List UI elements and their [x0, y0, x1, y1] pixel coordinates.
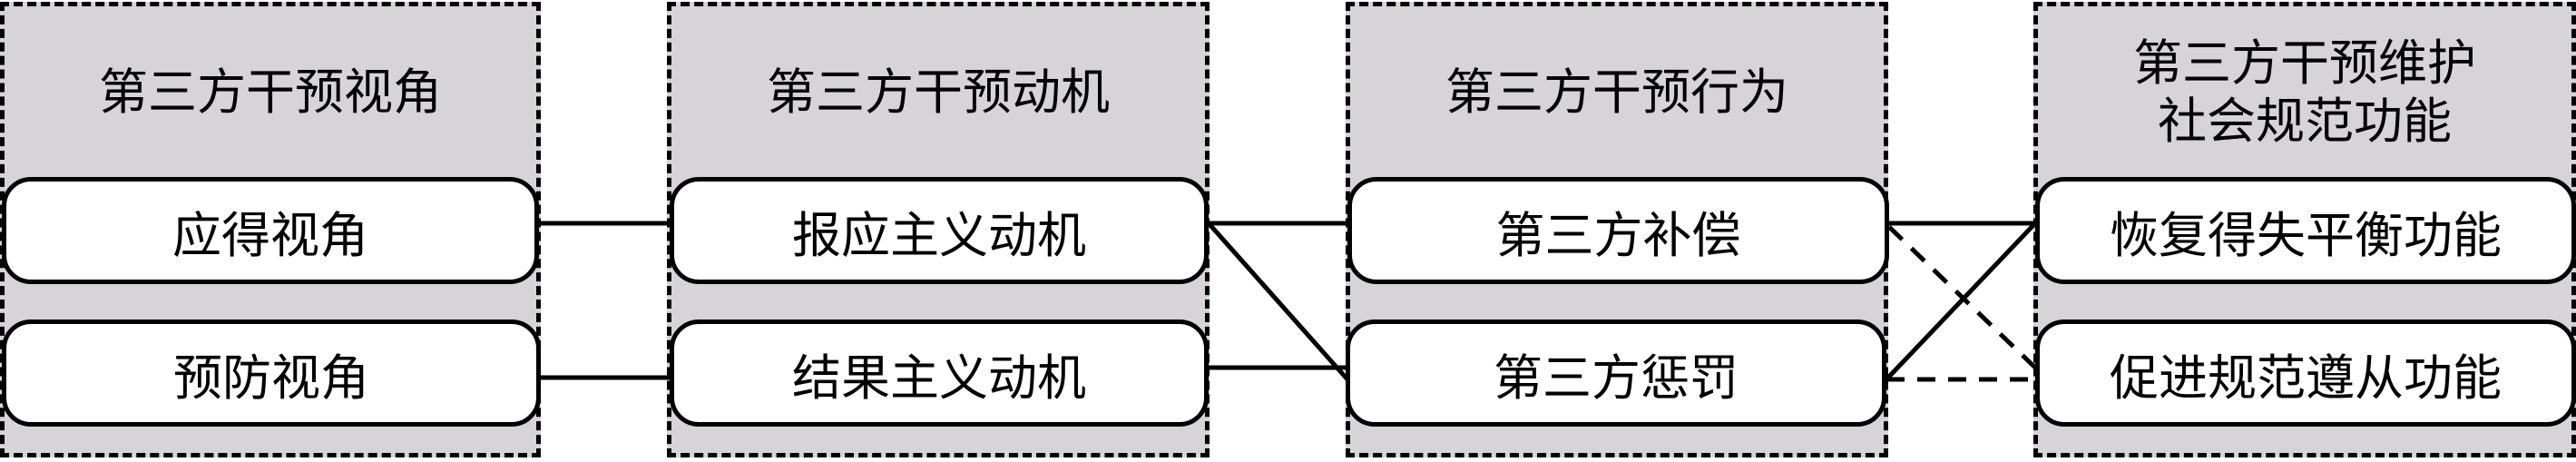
node-retributive-motive: 报应主义动机 — [670, 177, 1209, 284]
connector-punishment-restore — [1885, 221, 2037, 381]
node-third-party-compensation: 第三方补偿 — [1347, 177, 1889, 284]
node-promote-compliance-function: 促进规范遵从功能 — [2035, 319, 2576, 427]
connector-retributive-punishment — [1207, 221, 1349, 381]
node-prevention-perspective: 预防视角 — [2, 319, 541, 427]
column-header: 第三方干预动机 — [767, 64, 1110, 121]
node-desert-perspective: 应得视角 — [2, 177, 539, 284]
node-restore-balance-function: 恢复得失平衡功能 — [2035, 177, 2576, 284]
node-consequentialist-motive: 结果主义动机 — [670, 319, 1209, 427]
node-third-party-punishment: 第三方惩罚 — [1346, 319, 1886, 427]
column-header: 第三方干预视角 — [99, 64, 442, 121]
connector-compensation-promote-dashed — [1887, 225, 2037, 369]
column-header: 第三方干预维护 社会规范功能 — [2133, 34, 2476, 150]
column-header: 第三方干预行为 — [1445, 64, 1788, 121]
